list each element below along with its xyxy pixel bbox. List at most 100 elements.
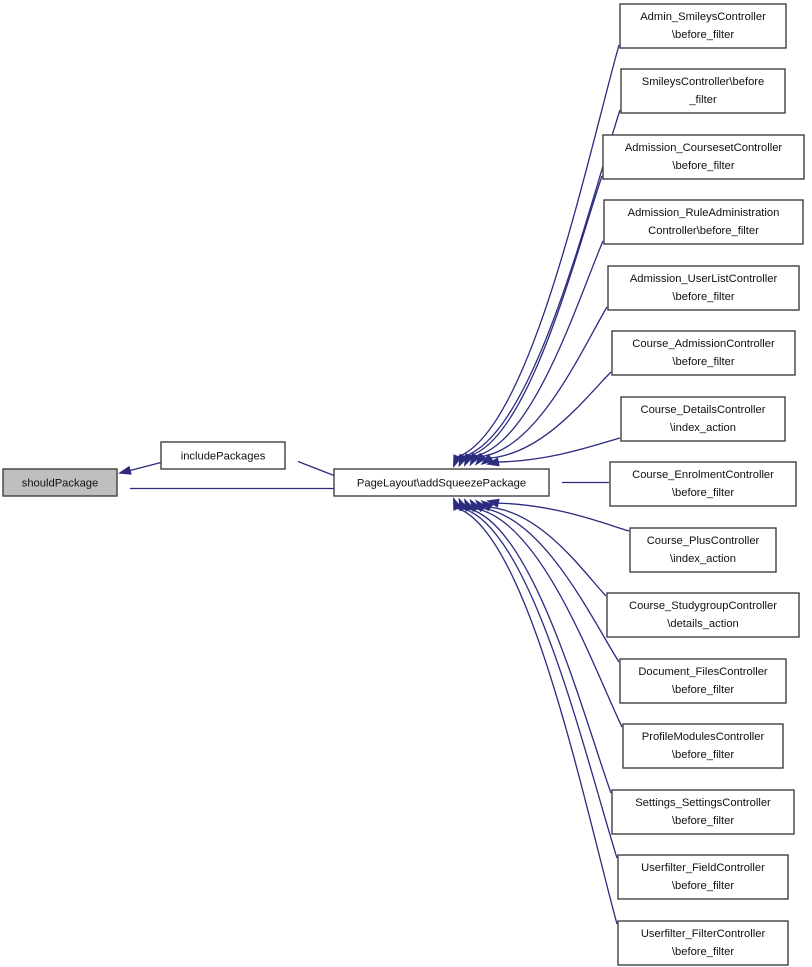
node-box[interactable] xyxy=(622,723,784,769)
edge-arrowhead xyxy=(475,499,488,513)
edge-line xyxy=(475,240,604,457)
node-box[interactable] xyxy=(607,265,800,311)
edge-admission-ruleadministration-to-addSqueezePackage xyxy=(469,240,604,467)
node-label-line1: Admin_SmileysController xyxy=(640,11,766,23)
edge-line xyxy=(469,508,612,794)
edge-line xyxy=(497,437,621,463)
edge-line xyxy=(489,506,607,597)
node-includePackages[interactable]: includePackages xyxy=(160,441,286,470)
edge-line xyxy=(129,461,162,472)
edge-userfilter-filter-to-addSqueezePackage xyxy=(453,497,618,925)
edge-settings-settings-to-addSqueezePackage xyxy=(464,498,612,794)
edge-admission-userlist-to-addSqueezePackage xyxy=(475,306,608,466)
node-label-line1: PageLayout\addSqueezePackage xyxy=(357,477,526,489)
edge-arrowhead xyxy=(469,498,481,513)
node-label-line2: \before_filter xyxy=(672,684,734,696)
edge-arrowhead xyxy=(118,465,132,475)
node-course-details[interactable]: Course_DetailsController \index_action xyxy=(620,396,786,442)
edge-line xyxy=(482,507,620,663)
edge-includePackages-to-shouldPackage xyxy=(118,461,162,475)
node-box[interactable] xyxy=(617,854,789,900)
node-box[interactable] xyxy=(2,468,118,497)
edge-userfilter-field-to-addSqueezePackage xyxy=(458,497,618,859)
node-admission-userlist[interactable]: Admission_UserListController \before_filt… xyxy=(607,265,800,311)
node-box[interactable] xyxy=(620,396,786,442)
node-box[interactable] xyxy=(611,789,795,835)
node-box[interactable] xyxy=(609,461,797,507)
node-label-line2: \before_filter xyxy=(672,946,734,958)
node-userfilter-field[interactable]: Userfilter_FieldController\before_filter xyxy=(617,854,789,900)
node-box[interactable] xyxy=(617,920,789,966)
node-label-line1: Userfilter_FilterController xyxy=(641,928,766,940)
edge-line xyxy=(463,109,621,458)
node-document-files[interactable]: Document_FilesController\before_filter xyxy=(619,658,787,704)
node-label-line1: SmileysController\before xyxy=(642,76,765,88)
node-label-line2: \details_action xyxy=(667,618,739,630)
node-label-line2: \before_filter xyxy=(672,291,734,303)
node-label-line1: Settings_SettingsController xyxy=(635,797,771,809)
edge-admission-courseset-to-addSqueezePackage xyxy=(464,175,603,467)
node-label-line1: Admission_RuleAdministration xyxy=(628,207,780,219)
node-admission-courseset[interactable]: Admission_CoursesetController \before_fil… xyxy=(602,134,805,180)
edge-line xyxy=(297,460,335,477)
edge-line xyxy=(476,508,623,728)
edge-course-admission-to-addSqueezePackage xyxy=(480,371,612,465)
node-label-line1: ProfileModulesController xyxy=(642,731,765,743)
node-profilemodules[interactable]: ProfileModulesController\before_filter xyxy=(622,723,784,769)
node-label-line2: \before_filter xyxy=(672,29,734,41)
node-settings-settings[interactable]: Settings_SettingsController \before_filte… xyxy=(611,789,795,835)
node-label-line1: shouldPackage xyxy=(22,477,99,489)
node-smileys[interactable]: SmileysController\before _filter xyxy=(620,68,786,114)
edge-line xyxy=(457,507,618,925)
node-box[interactable] xyxy=(629,527,777,573)
node-shouldPackage[interactable]: shouldPackage xyxy=(2,468,118,497)
edge-arrowhead xyxy=(464,498,474,512)
node-addSqueezePackage[interactable]: PageLayout\addSqueezePackage xyxy=(333,468,550,497)
node-label-line1: Course_PlusController xyxy=(647,535,760,547)
node-course-admission[interactable]: Course_AdmissionController \before_filter xyxy=(611,330,796,376)
edge-arrowhead xyxy=(458,497,468,512)
node-label-line2: \index_action xyxy=(670,553,736,565)
node-userfilter-filter[interactable]: Userfilter_FilterController \before_filte… xyxy=(617,920,789,966)
edge-line xyxy=(457,44,620,458)
node-label-line2: Controller\before_filter xyxy=(648,225,759,237)
node-label-line1: Admission_UserListController xyxy=(630,273,778,285)
node-admin-smileys[interactable]: Admin_SmileysController \before_filter xyxy=(619,3,787,49)
node-box[interactable] xyxy=(603,199,804,245)
node-label-line2: _filter xyxy=(688,94,717,106)
node-label-line2: \before_filter xyxy=(672,160,734,172)
node-label-line1: Admission_CoursesetController xyxy=(625,142,783,154)
edge-arrowhead xyxy=(486,457,500,467)
node-box[interactable] xyxy=(602,134,805,180)
node-course-enrolment[interactable]: Course_EnrolmentController\before_filter xyxy=(609,461,797,507)
edge-course-details-to-addSqueezePackage xyxy=(486,437,621,467)
node-course-plus[interactable]: Course_PlusController \index_action xyxy=(629,527,777,573)
node-label-line2: \before_filter xyxy=(672,487,734,499)
node-box[interactable] xyxy=(606,592,800,638)
node-layer: shouldPackage includePackagesPageLayout\a… xyxy=(2,3,805,966)
node-box[interactable] xyxy=(620,68,786,114)
node-box[interactable] xyxy=(160,441,286,470)
node-course-studygroup[interactable]: Course_StudygroupController \details_acti… xyxy=(606,592,800,638)
edge-course-plus-to-addSqueezePackage xyxy=(486,498,630,532)
node-box[interactable] xyxy=(333,468,550,497)
edge-arrowhead xyxy=(469,452,481,467)
edge-arrowhead xyxy=(480,453,494,465)
edge-line xyxy=(468,175,603,457)
node-label-line2: \before_filter xyxy=(672,356,734,368)
node-box[interactable] xyxy=(611,330,796,376)
node-label-line2: \index_action xyxy=(670,422,736,434)
node-label-line1: Course_DetailsController xyxy=(641,404,766,416)
node-admission-ruleadministration[interactable]: Admission_RuleAdministrationController\b… xyxy=(603,199,804,245)
node-box[interactable] xyxy=(619,3,787,49)
node-label-line1: includePackages xyxy=(181,450,266,462)
edge-arrowhead xyxy=(480,500,494,512)
edge-arrowhead xyxy=(464,453,474,467)
node-box[interactable] xyxy=(619,658,787,704)
node-label-line1: Course_AdmissionController xyxy=(632,338,775,350)
edge-profilemodules-to-addSqueezePackage xyxy=(469,498,623,728)
edge-arrowhead xyxy=(486,498,500,508)
node-label-line1: Course_StudygroupController xyxy=(629,600,777,612)
node-label-line2: \before_filter xyxy=(672,815,734,827)
edge-addSqueezePackage-to-shouldPackage xyxy=(105,483,334,494)
